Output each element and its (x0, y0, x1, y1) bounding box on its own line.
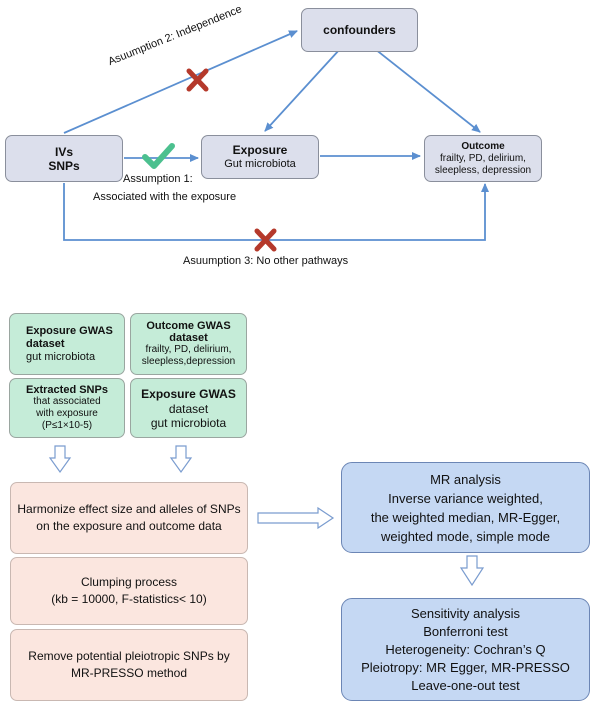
assumption3-label: Asuumption 3: No other pathways (183, 255, 349, 267)
outcome-gwas-title2: dataset (169, 332, 208, 344)
cross-icon-assumption3 (254, 228, 277, 252)
exposure-gwas2-line1: dataset (168, 401, 209, 416)
sensitivity-line1: Sensitivity analysis (410, 605, 521, 621)
down-arrow-icon-mr (459, 555, 485, 587)
extracted-snps-line1: that associated (33, 396, 101, 407)
harmonize-box: Harmonize effect size and alleles of SNP… (10, 482, 248, 554)
mr-line2: Inverse variance weighted, (388, 490, 543, 506)
check-icon-assumption1 (142, 143, 175, 169)
right-arrow-icon (257, 506, 335, 530)
outcome-gwas-line1: frailty, PD, delirium, (145, 344, 232, 355)
harmonize-line2: on the exposure and outcome data (36, 519, 222, 533)
outcome-line1: frailty, PD, delirium, (440, 152, 526, 164)
mr-line4: weighted mode, simple mode (380, 528, 551, 544)
exposure-box: Exposure Gut microbiota (201, 135, 319, 179)
outcome-gwas-line2: sleepless,depression (141, 356, 236, 367)
sensitivity-line5: Leave-one-out test (411, 677, 520, 693)
exposure-gwas-title: Exposure GWAS (26, 324, 113, 337)
clumping-box: Clumping process (kb = 10000, F-statisti… (10, 557, 248, 625)
extracted-snps-title: Extracted SNPs (26, 384, 108, 396)
confounders-box: confounders (301, 8, 418, 52)
assumption1-line1: Assumption 1: (123, 173, 193, 185)
assumption1-line2: Associated with the exposure (93, 191, 237, 203)
exposure-gwas2-line2: gut microbiota (150, 415, 227, 430)
exposure-gwas-title2: dataset (26, 337, 65, 350)
exposure-gwas-sub: gut microbiota (26, 350, 96, 363)
sensitivity-analysis-box: Sensitivity analysis Bonferroni test Het… (341, 598, 590, 701)
exposure-title: Exposure (232, 143, 288, 157)
remove-line1: Remove potential pleiotropic SNPs by (28, 649, 230, 663)
arrow-confounders-outcome (374, 48, 481, 133)
outcome-gwas-title: Outcome GWAS (146, 320, 231, 332)
sensitivity-line3: Heterogeneity: Cochran’s Q (385, 641, 546, 657)
sensitivity-line2: Bonferroni test (423, 623, 508, 639)
exposure-gwas2-box: Exposure GWAS dataset gut microbiota (130, 378, 247, 438)
exposure-gwas-box: Exposure GWAS dataset gut microbiota (9, 313, 125, 375)
cross-icon-assumption2 (186, 68, 209, 92)
extracted-snps-line2: with exposure (36, 408, 98, 419)
exposure-gwas2-title: Exposure GWAS (141, 386, 236, 401)
snps-label: SNPs (48, 158, 80, 173)
exposure-subtitle: Gut microbiota (224, 158, 296, 170)
extracted-snps-box: Extracted SNPs that associated with expo… (9, 378, 125, 438)
harmonize-line1: Harmonize effect size and alleles of SNP… (17, 502, 241, 516)
outcome-title: Outcome (461, 140, 505, 152)
outcome-line2: sleepless, depression (434, 164, 532, 176)
mr-analysis-box: MR analysis Inverse variance weighted, t… (341, 462, 590, 553)
down-arrow-icon-left (48, 445, 72, 474)
confounders-label: confounders (323, 23, 396, 37)
remove-pleiotropic-box: Remove potential pleiotropic SNPs by MR-… (10, 629, 248, 701)
arrow-confounders-exposure (264, 48, 341, 132)
outcome-box: Outcome frailty, PD, delirium, sleepless… (424, 135, 542, 182)
clumping-line2: (kb = 10000, F-statistics< 10) (51, 592, 207, 606)
extracted-snps-line3: (P≤1×10-5) (41, 420, 93, 431)
clumping-line1: Clumping process (80, 575, 178, 589)
arrow-ivs-outcome-bypass (63, 183, 489, 241)
outcome-gwas-box: Outcome GWAS dataset frailty, PD, deliri… (130, 313, 247, 375)
remove-line2: MR-PRESSO method (70, 666, 188, 680)
ivs-label: IVs (54, 144, 73, 159)
mr-line3: the weighted median, MR-Egger, (370, 509, 561, 525)
ivs-box: IVs SNPs (5, 135, 123, 182)
mr-line1: MR analysis (430, 471, 501, 487)
down-arrow-icon-right (169, 445, 193, 474)
arrow-ivs-confounders (63, 30, 298, 134)
sensitivity-line4: Pleiotropy: MR Egger, MR-PRESSO (361, 659, 570, 675)
